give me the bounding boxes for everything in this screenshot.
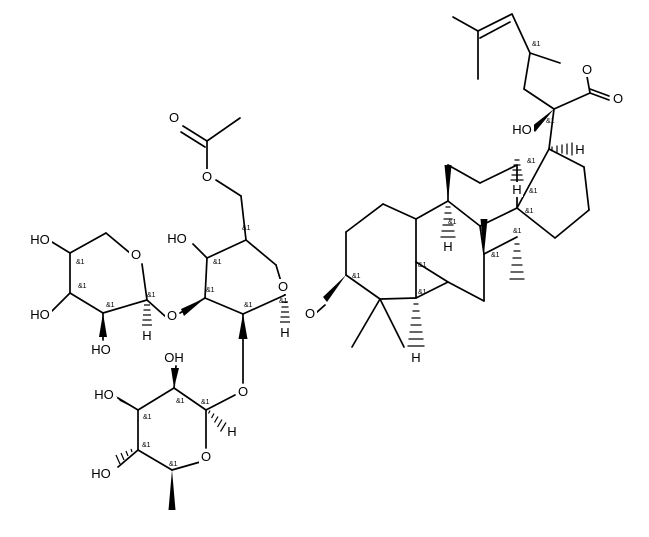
stereo-marker: &1 bbox=[418, 262, 427, 269]
atom-labels: O O HO H H H H O bbox=[29, 62, 625, 481]
stereo-marker: &1 bbox=[206, 287, 215, 294]
svg-text:O: O bbox=[169, 110, 179, 125]
svg-text:O: O bbox=[201, 449, 211, 464]
glucose-hydroxyl: HO bbox=[166, 231, 189, 246]
lactone-carbonyl-oxygen: O bbox=[611, 91, 625, 106]
rhamnose-hydroxyl-top: OH bbox=[163, 350, 186, 365]
stereo-marker: &1 bbox=[106, 302, 115, 309]
c5-hydrogen: H bbox=[410, 350, 422, 365]
stereo-marker: &1 bbox=[147, 292, 156, 299]
stereo-marker: &1 bbox=[525, 208, 534, 215]
ester-carbonyl-oxygen: O bbox=[167, 110, 181, 125]
svg-text:HO: HO bbox=[91, 466, 111, 481]
svg-text:O: O bbox=[613, 91, 623, 106]
stereo-marker: &1 bbox=[448, 219, 457, 226]
svg-text:HO: HO bbox=[94, 387, 114, 402]
xylose-anomeric-hydrogen: H bbox=[141, 328, 153, 343]
glucose-ring-oxygen: O bbox=[276, 279, 290, 294]
hashed-bonds bbox=[115, 142, 573, 465]
stereo-marker: &1 bbox=[529, 188, 538, 195]
rhamnose-anomeric-hydrogen: H bbox=[226, 424, 238, 439]
wedge-bonds bbox=[99, 109, 554, 510]
stereo-marker: &1 bbox=[418, 289, 427, 296]
svg-text:H: H bbox=[227, 424, 236, 439]
stereo-marker: &1 bbox=[491, 252, 500, 259]
stereo-marker: &1 bbox=[279, 298, 288, 305]
stereo-marker: &1 bbox=[176, 398, 185, 405]
xylose-hydroxyl-mid: HO bbox=[29, 307, 52, 322]
stereo-marker: &1 bbox=[78, 283, 87, 290]
svg-text:H: H bbox=[142, 328, 151, 343]
rhamnose-hydroxyl-left: HO bbox=[93, 387, 116, 402]
rhamnose-glycosidic-oxygen: O bbox=[236, 384, 250, 399]
lactone-ring-oxygen: O bbox=[580, 62, 594, 77]
svg-text:O: O bbox=[167, 308, 177, 323]
stereo-marker: &1 bbox=[169, 461, 178, 468]
svg-text:HO: HO bbox=[30, 307, 50, 322]
xylose-glycosidic-oxygen: O bbox=[165, 308, 179, 323]
rhamnose-hydroxyl-low: HO bbox=[90, 466, 113, 481]
stereo-marker: &1 bbox=[513, 228, 522, 235]
stereo-marker: &1 bbox=[143, 414, 152, 421]
c17-hydrogen: H bbox=[574, 142, 586, 157]
stereo-marker: &1 bbox=[546, 118, 555, 125]
svg-text:O: O bbox=[238, 384, 248, 399]
stereo-marker: &1 bbox=[213, 259, 222, 266]
bond-lines bbox=[51, 13, 610, 471]
c13-hydrogen: H bbox=[511, 182, 523, 197]
svg-text:HO: HO bbox=[167, 231, 187, 246]
svg-text:HO: HO bbox=[512, 122, 532, 137]
stereo-marker: &1 bbox=[527, 158, 536, 165]
svg-text:O: O bbox=[305, 306, 315, 321]
svg-text:O: O bbox=[278, 279, 288, 294]
svg-text:H: H bbox=[443, 239, 452, 254]
xylose-hydroxyl-top: HO bbox=[29, 232, 52, 247]
svg-text:OH: OH bbox=[164, 350, 184, 365]
svg-text:H: H bbox=[575, 142, 584, 157]
svg-text:HO: HO bbox=[91, 342, 111, 357]
xylose-ring-oxygen: O bbox=[129, 247, 143, 262]
rhamnose-ring-oxygen: O bbox=[199, 449, 213, 464]
stereo-marker: &1 bbox=[244, 302, 253, 309]
stereo-marker: &1 bbox=[352, 273, 361, 280]
xylose-hydroxyl-low: HO bbox=[90, 342, 113, 357]
stereocenter-markers: &1 &1 &1 &1 &1 &1 &1 &1 &1 &1 &1 &1 &1 &… bbox=[76, 41, 555, 468]
aglycone-glycosidic-oxygen: O bbox=[303, 306, 317, 321]
svg-text:HO: HO bbox=[30, 232, 50, 247]
stereo-marker: &1 bbox=[532, 41, 541, 48]
svg-text:H: H bbox=[512, 182, 521, 197]
stereo-marker: &1 bbox=[201, 399, 210, 406]
stereo-marker: &1 bbox=[242, 225, 251, 232]
stereo-marker: &1 bbox=[76, 259, 85, 266]
svg-text:O: O bbox=[202, 169, 212, 184]
svg-text:O: O bbox=[582, 62, 592, 77]
glucose-anomeric-hydrogen: H bbox=[279, 325, 291, 340]
svg-text:O: O bbox=[131, 247, 141, 262]
svg-text:H: H bbox=[411, 350, 420, 365]
svg-text:H: H bbox=[280, 325, 289, 340]
ester-oxygen: O bbox=[200, 169, 214, 184]
stereo-marker: &1 bbox=[142, 442, 151, 449]
c9-hydrogen: H bbox=[442, 239, 454, 254]
side-chain-hydroxyl: HO bbox=[511, 122, 534, 137]
